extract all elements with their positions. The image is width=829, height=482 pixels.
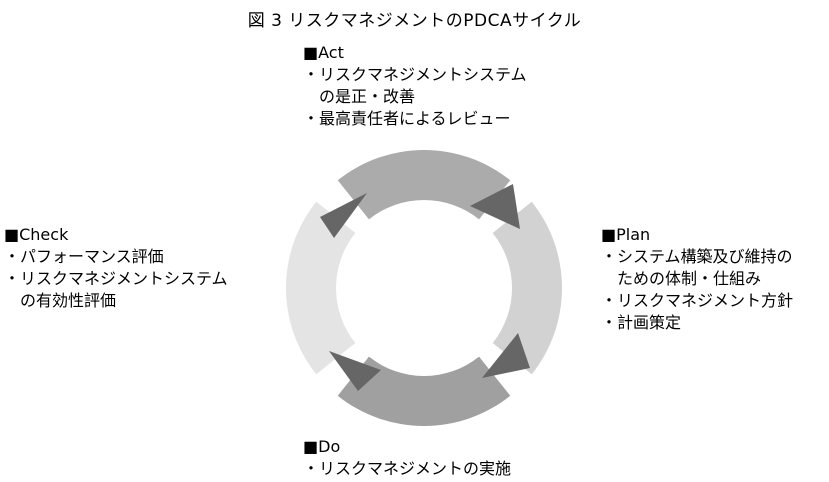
act-block: ■Act ・リスクマネジメントシステム の是正・改善 ・最高責任者によるレビュー	[303, 42, 527, 130]
act-item-continuation: の是正・改善	[319, 87, 416, 106]
act-heading: ■Act	[303, 43, 344, 62]
do-segment	[337, 356, 511, 426]
arrow-plan-to-do	[482, 333, 530, 378]
do-heading: ■Do	[303, 437, 341, 456]
check-item: ・リスクマネジメントシステム	[4, 269, 228, 288]
arrow-act-to-plan	[470, 184, 520, 229]
check-block: ■Check ・パフォーマンス評価 ・リスクマネジメントシステム の有効性評価	[4, 224, 228, 312]
check-item: ・パフォーマンス評価	[4, 247, 164, 266]
act-item: ・最高責任者によるレビュー	[303, 109, 511, 128]
arrow-do-to-check	[329, 351, 381, 391]
plan-item: ・計画策定	[601, 313, 682, 332]
bullet: ・	[601, 247, 618, 266]
plan-item: ・システム構築及び維持の	[601, 247, 793, 266]
bullet: ・	[4, 247, 21, 266]
bullet: ・	[601, 313, 618, 332]
diagram-title: 図 3 リスクマネジメントのPDCAサイクル	[247, 11, 582, 31]
plan-block: ■Plan ・システム構築及び維持の ための体制・仕組み ・リスクマネジメント方…	[601, 224, 793, 334]
check-segment	[286, 201, 356, 375]
act-segment	[337, 150, 511, 220]
bullet: ・	[303, 65, 320, 84]
plan-item: ・リスクマネジメント方針	[601, 291, 794, 310]
do-block: ■Do ・リスクマネジメントの実施	[303, 436, 511, 480]
plan-heading: ■Plan	[601, 225, 651, 244]
do-item: ・リスクマネジメントの実施	[303, 459, 512, 478]
bullet: ・	[4, 269, 21, 288]
arrow-check-to-act	[320, 193, 367, 238]
plan-segment	[492, 201, 562, 375]
check-item-continuation: の有効性評価	[20, 291, 117, 310]
act-item: ・リスクマネジメントシステム	[303, 65, 527, 84]
check-heading: ■Check	[4, 225, 69, 244]
bullet: ・	[303, 109, 320, 128]
bullet: ・	[303, 459, 320, 478]
plan-item-continuation: ための体制・仕組み	[617, 269, 762, 288]
bullet: ・	[601, 291, 618, 310]
